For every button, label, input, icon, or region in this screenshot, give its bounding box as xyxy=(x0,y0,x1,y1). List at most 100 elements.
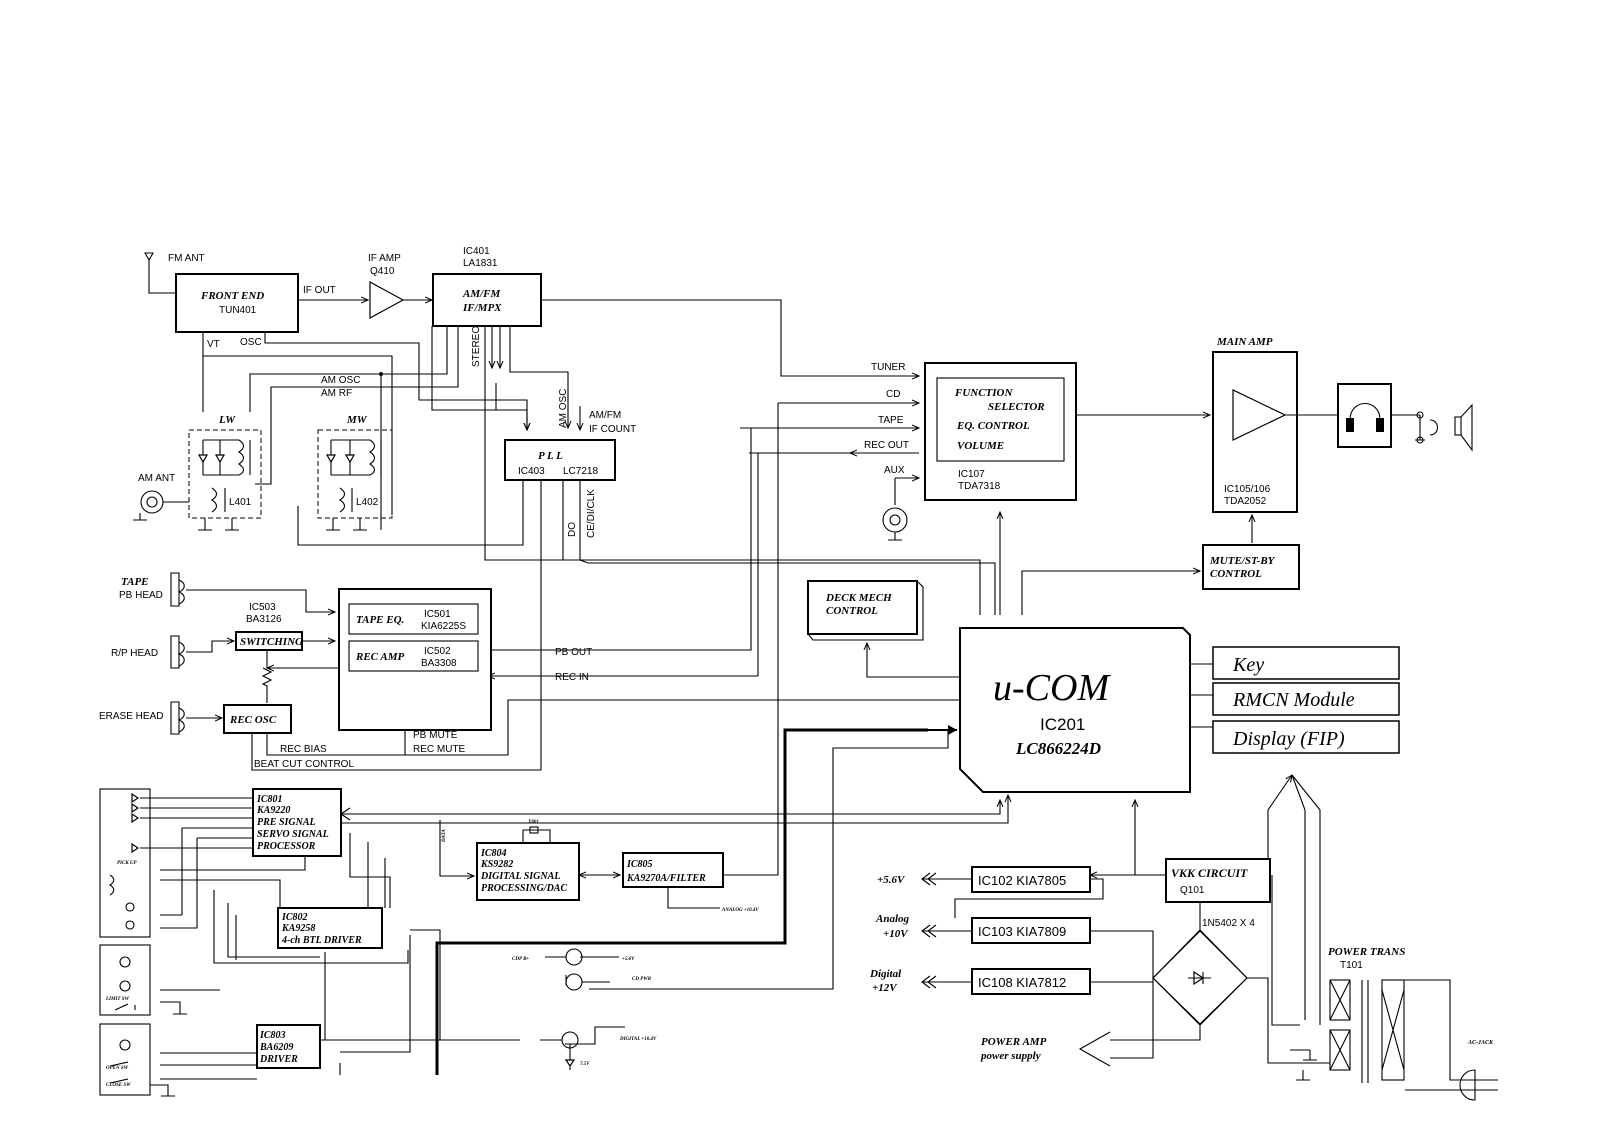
amfm-if-mpx-block xyxy=(432,273,542,327)
pll-part: LC7218 xyxy=(563,466,598,477)
ic801-part: KA9220 xyxy=(256,805,290,816)
fs-part: TDA7318 xyxy=(958,481,1001,492)
rec-out-label: REC OUT xyxy=(864,440,909,451)
pll-ref: IC403 xyxy=(518,466,545,477)
headphone-box xyxy=(1337,383,1392,448)
am-ant-label: AM ANT xyxy=(138,473,175,484)
pb-mute-label: PB MUTE xyxy=(413,730,458,741)
ic801-l2: SERVO SIGNAL xyxy=(257,829,329,840)
vkk-circuit-block xyxy=(1165,858,1271,903)
pll-wiring xyxy=(251,326,996,771)
l402-label: L402 xyxy=(356,497,379,508)
analog-rail-label: ANALOG +10.4V xyxy=(721,908,759,913)
tape-eq-label: TAPE EQ. xyxy=(356,614,404,626)
cd-pwr-label: CD PWR xyxy=(632,977,652,982)
fs-line4: VOLUME xyxy=(957,440,1004,452)
ucom-block xyxy=(959,627,1191,793)
ic501-ref: IC501 xyxy=(424,609,451,620)
ic805-l1: KA9270A/FILTER xyxy=(626,873,706,884)
v56-label: +5.6V xyxy=(877,874,906,886)
speaker-icon xyxy=(1416,403,1473,452)
limit-sw-label: LIMIT SW xyxy=(105,997,129,1002)
if-amp-title: IF AMP xyxy=(368,253,401,264)
open-sw-label: OPEN SW xyxy=(106,1066,129,1071)
lw-coil-icon xyxy=(197,439,251,531)
side-panel-wiring xyxy=(1190,663,1213,728)
motor-box xyxy=(99,944,151,1016)
reg-ic102-block xyxy=(971,866,1091,893)
am-rf-label: AM RF xyxy=(321,388,352,399)
vkk-part: Q101 xyxy=(1180,885,1205,896)
display-panel xyxy=(1212,720,1400,754)
pb-out-label: PB OUT xyxy=(555,647,592,658)
ic502-ref: IC502 xyxy=(424,646,451,657)
function-selector-inner xyxy=(936,377,1065,462)
ucom-part: LC866224D xyxy=(1015,739,1101,758)
tape-eq-block xyxy=(348,603,479,635)
mw-coil-box xyxy=(317,429,393,519)
amp-supply-l1-label: POWER AMP xyxy=(981,1036,1047,1048)
erase-head-label: ERASE HEAD xyxy=(99,711,163,722)
if-amp-triangle-icon xyxy=(369,280,405,320)
pickup-box xyxy=(99,788,151,938)
ucom-title: u-COM xyxy=(993,667,1111,709)
amp-supply-l2-label: power supply xyxy=(980,1050,1041,1062)
key-label: Key xyxy=(1232,654,1264,676)
motor-icons xyxy=(114,956,136,1011)
rmcn-panel xyxy=(1212,682,1400,716)
power-transformer-icon xyxy=(1329,979,1451,1083)
ic804-ref: IC804 xyxy=(480,848,507,859)
input-cd-label: CD xyxy=(886,389,900,400)
input-aux-label: AUX xyxy=(884,465,905,476)
reg3-label: IC108 KIA7812 xyxy=(978,975,1066,990)
stereo-label: STEREO xyxy=(471,326,482,367)
ic501-part: KIA6225S xyxy=(421,621,466,632)
ucom-ref: IC201 xyxy=(1040,715,1085,734)
ic801-l3: PROCESSOR xyxy=(257,841,316,852)
crystal-label: X801 xyxy=(527,820,539,825)
ic804-block xyxy=(476,842,580,901)
am-osc-vertical-label: AM OSC xyxy=(558,389,569,428)
ic803-part: BA6209 xyxy=(259,1042,293,1053)
ic801-l1: PRE SIGNAL xyxy=(257,817,316,828)
analog-l2-label: +10V xyxy=(883,928,909,940)
rec-amp-label: REC AMP xyxy=(355,651,404,663)
rp-head-label: R/P HEAD xyxy=(111,648,158,659)
l401-label: L401 xyxy=(229,497,252,508)
mute-standby-block xyxy=(1202,544,1300,590)
trans-title-label: POWER TRANS xyxy=(1328,946,1405,958)
ic801-ref: IC801 xyxy=(256,794,283,805)
mute-line1: MUTE/ST-BY xyxy=(1209,555,1276,567)
function-selector-wiring xyxy=(740,403,1210,615)
tray-icons xyxy=(109,1039,131,1084)
input-tape-label: TAPE xyxy=(878,415,904,426)
headphone-icon xyxy=(1346,403,1384,432)
tray-box xyxy=(99,1023,151,1096)
cd-wiring xyxy=(140,403,1008,1097)
vkk-title: VKK CIRCUIT xyxy=(1171,866,1248,880)
data-label: DATA xyxy=(442,829,447,843)
crystal-icon xyxy=(529,826,539,834)
ce-di-clk-label: CE/DI/CLK xyxy=(586,489,597,538)
ucom-to-deck-wire xyxy=(867,643,960,678)
ic803-ref: IC803 xyxy=(259,1030,286,1041)
ic805-block xyxy=(622,852,724,888)
rec-in-label: REC IN xyxy=(555,672,589,683)
digital-l1-label: Digital xyxy=(869,968,902,980)
if-out-label: IF OUT xyxy=(303,285,336,296)
ic801-block xyxy=(252,788,342,857)
fs-line1: FUNCTION xyxy=(954,387,1014,399)
ic401-ref: IC401 xyxy=(463,246,490,257)
tape-label: TAPE xyxy=(121,576,149,588)
rail-56-small-label: +5.6V xyxy=(622,957,635,962)
fm-ant-label: FM ANT xyxy=(168,253,205,264)
front-end-title: FRONT END xyxy=(200,290,264,302)
front-end-block xyxy=(175,273,299,333)
rec-osc-label: REC OSC xyxy=(229,714,277,726)
trans-part-label: T101 xyxy=(1340,960,1363,971)
rmcn-label: RMCN Module xyxy=(1232,689,1355,711)
if-amp-part: Q410 xyxy=(370,266,395,277)
osc-label: OSC xyxy=(240,337,262,348)
ic503-ref: IC503 xyxy=(249,602,276,613)
ic803-l1: DRIVER xyxy=(259,1054,298,1065)
